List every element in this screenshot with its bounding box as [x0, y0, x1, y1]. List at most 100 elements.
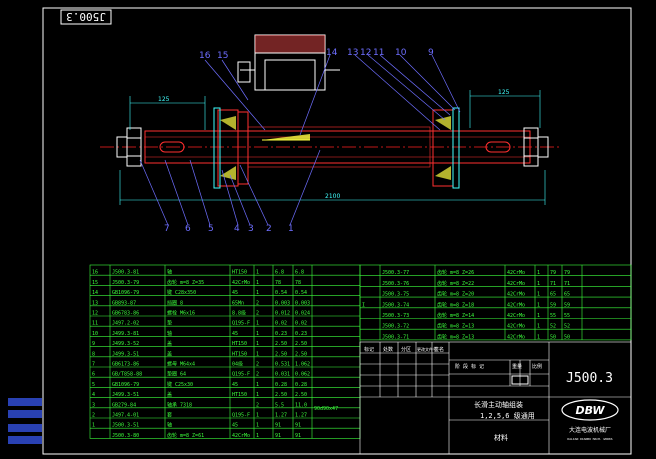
- left-bom-cell-material: 45: [232, 331, 238, 337]
- right-bom-cell-material: 42CrMo: [507, 324, 525, 330]
- dim-right: 125: [498, 89, 510, 96]
- right-bom-cell-material: 42CrMo: [507, 270, 525, 276]
- left-bom-cell-code: GB6783-86: [112, 311, 139, 317]
- callout-14: 14: [326, 48, 338, 58]
- left-bom-cell-name: 垫圈 64: [167, 371, 186, 378]
- left-margin-labels: [8, 398, 42, 444]
- svg-text:标记: 标记: [364, 346, 374, 353]
- left-bom-cell-material: Q195-F: [232, 321, 250, 327]
- left-bom-cell-w1: 0.54: [275, 290, 287, 296]
- svg-text:签名: 签名: [434, 346, 444, 353]
- left-bom-cell-code: GB1096-79: [112, 290, 139, 296]
- right-bom-cell-name: 齿轮 m=8 Z=22: [437, 280, 474, 287]
- left-bom-cell-code: J500.3-79: [112, 280, 139, 286]
- stage-cells: 阶 段 标 记 重量 比例: [455, 363, 542, 370]
- title-block: [359, 341, 632, 455]
- left-bom-cell-no: 9: [92, 341, 95, 347]
- left-bom-cell-material: 42CrMo: [232, 433, 250, 439]
- left-bom-cell-qty: 1: [256, 331, 259, 337]
- left-bom-cell-code: J500.3-80: [112, 433, 139, 439]
- callout-12: 12: [360, 48, 371, 58]
- left-bom-cell-name: 轴: [167, 422, 172, 429]
- right-bom-cell-qty: 1: [537, 270, 540, 276]
- right-bom-cell-material: 42CrMo: [507, 334, 525, 340]
- left-bearing: [213, 107, 249, 189]
- right-bom-cell-w2: 50: [564, 334, 570, 340]
- left-bom-cell-name: 套: [167, 412, 172, 419]
- left-bom-cell-material: HT150: [232, 341, 247, 347]
- left-bom-cell-code: GB279-84: [112, 402, 136, 408]
- callout-15: 15: [217, 51, 228, 61]
- left-bom-cell-w1: 0.012: [275, 311, 290, 317]
- left-bom-cell-qty: 1: [256, 290, 259, 296]
- left-bom-cell-no: 14: [92, 290, 98, 296]
- left-bom-cell-qty: 2: [256, 372, 259, 378]
- company-name: 大连电波机械厂: [569, 426, 611, 434]
- left-bom-cell-qty: 1: [256, 270, 259, 276]
- left-bom-cell-qty: 1: [256, 392, 259, 398]
- left-bom-cell-w2: 1.062: [295, 362, 310, 368]
- right-bom-cell-qty: 1: [537, 313, 540, 319]
- left-bom-cell-code: J499.3-81: [112, 331, 139, 337]
- callouts-bottom: 7 6 5 4 3 2 1: [164, 224, 294, 234]
- right-bom-cell-material: 42CrMo: [507, 313, 525, 319]
- left-bom-cell-material: 45: [232, 290, 238, 296]
- dimensions: [119, 90, 546, 205]
- left-bom-cell-code: J500.3-51: [112, 423, 139, 429]
- right-bom-cell-w2: 79: [564, 270, 570, 276]
- right-bearing: [432, 107, 460, 189]
- left-bom-cell-no: 15: [92, 280, 98, 286]
- dim-left: 125: [158, 96, 170, 103]
- svg-text:重量: 重量: [512, 363, 522, 370]
- left-bom-cell-name: 齿轮 m=8 Z=61: [167, 432, 204, 439]
- company-name-en: DALIAN DIANBO MACH. WORKS: [567, 437, 612, 441]
- left-bom-cell-no: 8: [92, 351, 95, 357]
- left-bom-cell-material: HT150: [232, 392, 247, 398]
- drawing-number-label: J500.3: [66, 10, 106, 23]
- callout-1: 1: [288, 224, 294, 234]
- left-bom-cell-material: HT150: [232, 351, 247, 357]
- shaft-body: [144, 130, 531, 164]
- top-leaders: [204, 54, 461, 136]
- left-bom-cell-name: 轴: [167, 330, 172, 337]
- drawing-frame: [42, 7, 632, 455]
- left-bom-cell-name: 键 C28x350: [167, 289, 196, 296]
- left-bom-cell-w2: 0.003: [295, 300, 310, 306]
- left-bom-cell-name: 螺母 M64x4: [167, 361, 195, 368]
- left-bom-cell-qty: 1: [256, 413, 259, 419]
- right-bom-cell-w2: 59: [564, 302, 570, 308]
- left-bom-cell-qty: 1: [256, 423, 259, 429]
- right-bom-cell-w1: 71: [550, 281, 556, 287]
- right-bom-cell-w2: 65: [564, 292, 570, 298]
- shaft-assembly[interactable]: [100, 34, 560, 189]
- left-bom-cell-name: 齿轮 m=8 Z=35: [167, 279, 204, 286]
- left-bom-cell-material: Q195-F: [232, 372, 250, 378]
- right-bom-cell-w1: 52: [550, 324, 556, 330]
- left-bom-cell-qty: 1: [256, 341, 259, 347]
- left-bom-cell-w2: 78: [295, 280, 301, 286]
- callout-5: 5: [208, 224, 214, 234]
- left-bom-cell-name: 盖: [167, 340, 172, 347]
- right-bom-cell-name: 齿轮 m=8 Z=13: [437, 333, 474, 340]
- title-part-name-1: 长滑主动轴组装: [474, 400, 523, 409]
- logo-text: DBW: [575, 404, 605, 417]
- left-bom-cell-w2: 91: [295, 433, 301, 439]
- title-part-name-2: 1,2,5,6 级通用: [480, 411, 535, 420]
- left-bom-cell-name: 盖: [167, 350, 172, 357]
- right-bom-cell-w2: 55: [564, 313, 570, 319]
- left-bom-cell-material: 45: [232, 423, 238, 429]
- left-bom-cell-code: GB/T858-88: [112, 372, 142, 378]
- left-bom-cell-no: 4: [92, 392, 95, 398]
- title-drawing-no: J500.3: [566, 371, 613, 386]
